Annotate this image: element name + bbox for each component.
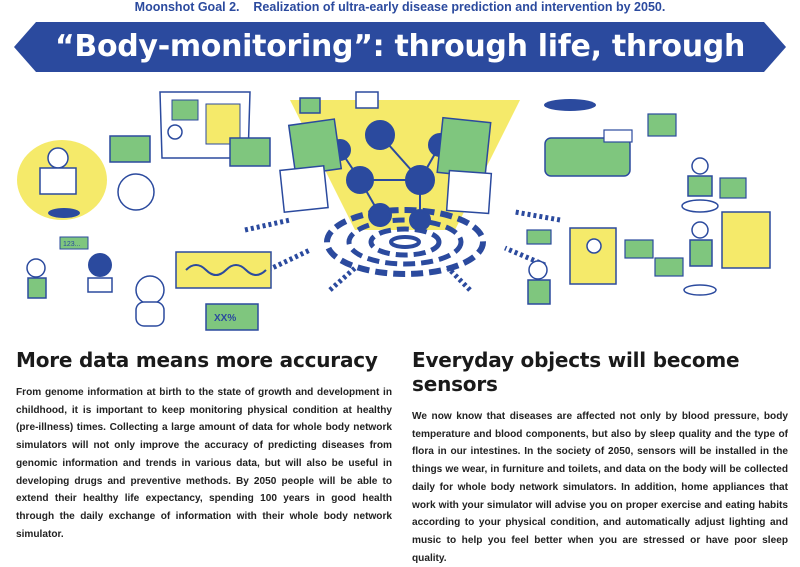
sleep-monitor-scene	[544, 99, 677, 177]
banner-shape	[14, 22, 786, 72]
xx-percent-label: XX%	[214, 313, 236, 324]
toilet-sensor-scene	[681, 157, 747, 213]
data-panels	[279, 91, 493, 215]
child-robot-scene: 123...	[26, 236, 113, 299]
goal-subtitle: Moonshot Goal 2. Realization of ultra-ea…	[134, 0, 666, 14]
title-banner: “Body-monitoring”: through life, through…	[14, 22, 786, 114]
section-everyday-objects: Everyday objects will become sensors We …	[412, 348, 788, 567]
child-growth-scene	[17, 135, 155, 220]
section-body: We now know that diseases are affected n…	[412, 411, 788, 564]
tag-a-label: 123...	[63, 241, 81, 248]
section-body: From genome information at birth to the …	[16, 387, 392, 540]
section-more-data: More data means more accuracy From genom…	[16, 348, 392, 543]
section-heading: Everyday objects will become sensors	[412, 348, 740, 396]
diet-advice-scene	[654, 211, 771, 296]
sensor-rings-icon	[324, 207, 486, 277]
exercise-advice-scene	[526, 227, 654, 305]
baby-genome-scene: XX%	[135, 251, 272, 331]
section-heading: More data means more accuracy	[16, 348, 378, 372]
network-nodes	[329, 120, 452, 231]
doctor-consult-scene	[159, 91, 271, 167]
page-title: “Body-monitoring”: through life, through…	[54, 29, 746, 114]
body-monitoring-illustration: 123... XX%	[17, 91, 771, 331]
